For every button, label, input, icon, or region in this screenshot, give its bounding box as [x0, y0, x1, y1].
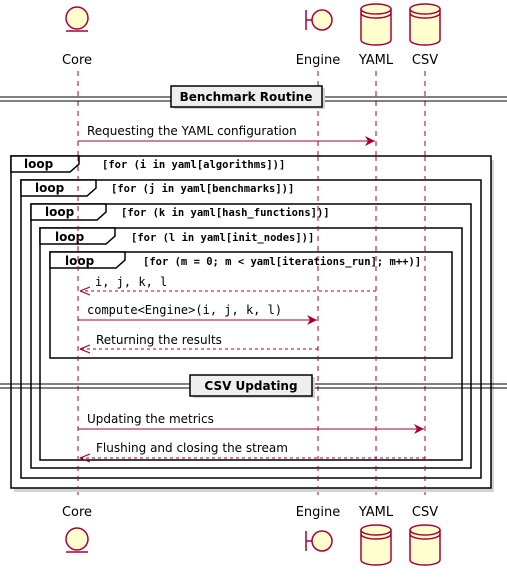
message-label: Returning the results: [96, 333, 222, 347]
participant-core[interactable]: Core: [62, 6, 92, 68]
participant-engine[interactable]: Engine: [296, 9, 341, 68]
message-return-params: i, j, k, l: [80, 275, 376, 291]
loop-keyword: loop: [45, 205, 75, 219]
participant-core-bottom[interactable]: Core: [62, 505, 92, 553]
database-icon: [409, 524, 441, 566]
loop-keyword: loop: [35, 181, 65, 195]
message-label: i, j, k, l: [95, 275, 167, 289]
participant-csv-bottom[interactable]: CSV: [409, 505, 441, 566]
entity-icon: [65, 527, 89, 553]
database-icon: [409, 3, 441, 46]
participant-label-core: Core: [62, 53, 92, 68]
participant-label-csv: CSV: [412, 505, 438, 520]
participant-yaml-bottom[interactable]: YAML: [358, 505, 394, 566]
entity-icon: [65, 6, 89, 32]
loop-condition: [for (k in yaml[hash_functions])]: [121, 207, 330, 219]
message-label: Requesting the YAML configuration: [87, 124, 297, 138]
separator-label: CSV Updating: [204, 379, 297, 393]
loop-condition: [for (m = 0; m < yaml[iterations_run]; m…: [143, 256, 421, 268]
separator-label: Benchmark Routine: [180, 90, 313, 104]
message-return-results: Returning the results: [80, 333, 318, 349]
message-label: compute<Engine>(i, j, k, l): [87, 303, 282, 317]
message-flush-close: Flushing and closing the stream: [80, 441, 425, 458]
message-label: Updating the metrics: [87, 412, 214, 426]
loop-frame-iterations: loop [for (m = 0; m < yaml[iterations_ru…: [49, 251, 453, 359]
loop-keyword: loop: [65, 254, 95, 268]
participant-label-engine: Engine: [296, 53, 341, 68]
message-request-yaml: Requesting the YAML configuration: [78, 124, 375, 146]
loop-condition: [for (i in yaml[algorithms])]: [102, 159, 285, 171]
participants-bottom: Core Engine YAML CSV: [62, 505, 441, 566]
loop-condition: [for (j in yaml[benchmarks])]: [111, 183, 294, 195]
separator-benchmark-routine: Benchmark Routine: [0, 85, 507, 109]
participant-csv[interactable]: CSV: [409, 3, 441, 68]
loop-frames: loop [for (i in yaml[algorithms])] loop …: [10, 155, 494, 492]
participant-label-yaml: YAML: [358, 505, 394, 520]
participant-label-core: Core: [62, 505, 92, 520]
separator-csv-updating: CSV Updating: [0, 374, 507, 398]
loop-keyword: loop: [55, 230, 85, 244]
message-update-metrics: Updating the metrics: [78, 412, 424, 434]
boundary-icon: [305, 530, 333, 552]
boundary-icon: [305, 9, 333, 31]
message-compute: compute<Engine>(i, j, k, l): [78, 303, 317, 325]
participant-label-engine: Engine: [296, 505, 341, 520]
database-icon: [360, 524, 392, 566]
message-label: Flushing and closing the stream: [96, 441, 288, 455]
loop-keyword: loop: [24, 157, 54, 171]
participants-top: Core Engine YAML: [62, 3, 441, 68]
database-icon: [360, 3, 392, 46]
participant-engine-bottom[interactable]: Engine: [296, 505, 341, 552]
participant-yaml[interactable]: YAML: [358, 3, 394, 68]
loop-condition: [for (l in yaml[init_nodes])]: [131, 232, 314, 244]
participant-label-yaml: YAML: [358, 53, 394, 68]
participant-label-csv: CSV: [412, 53, 438, 68]
